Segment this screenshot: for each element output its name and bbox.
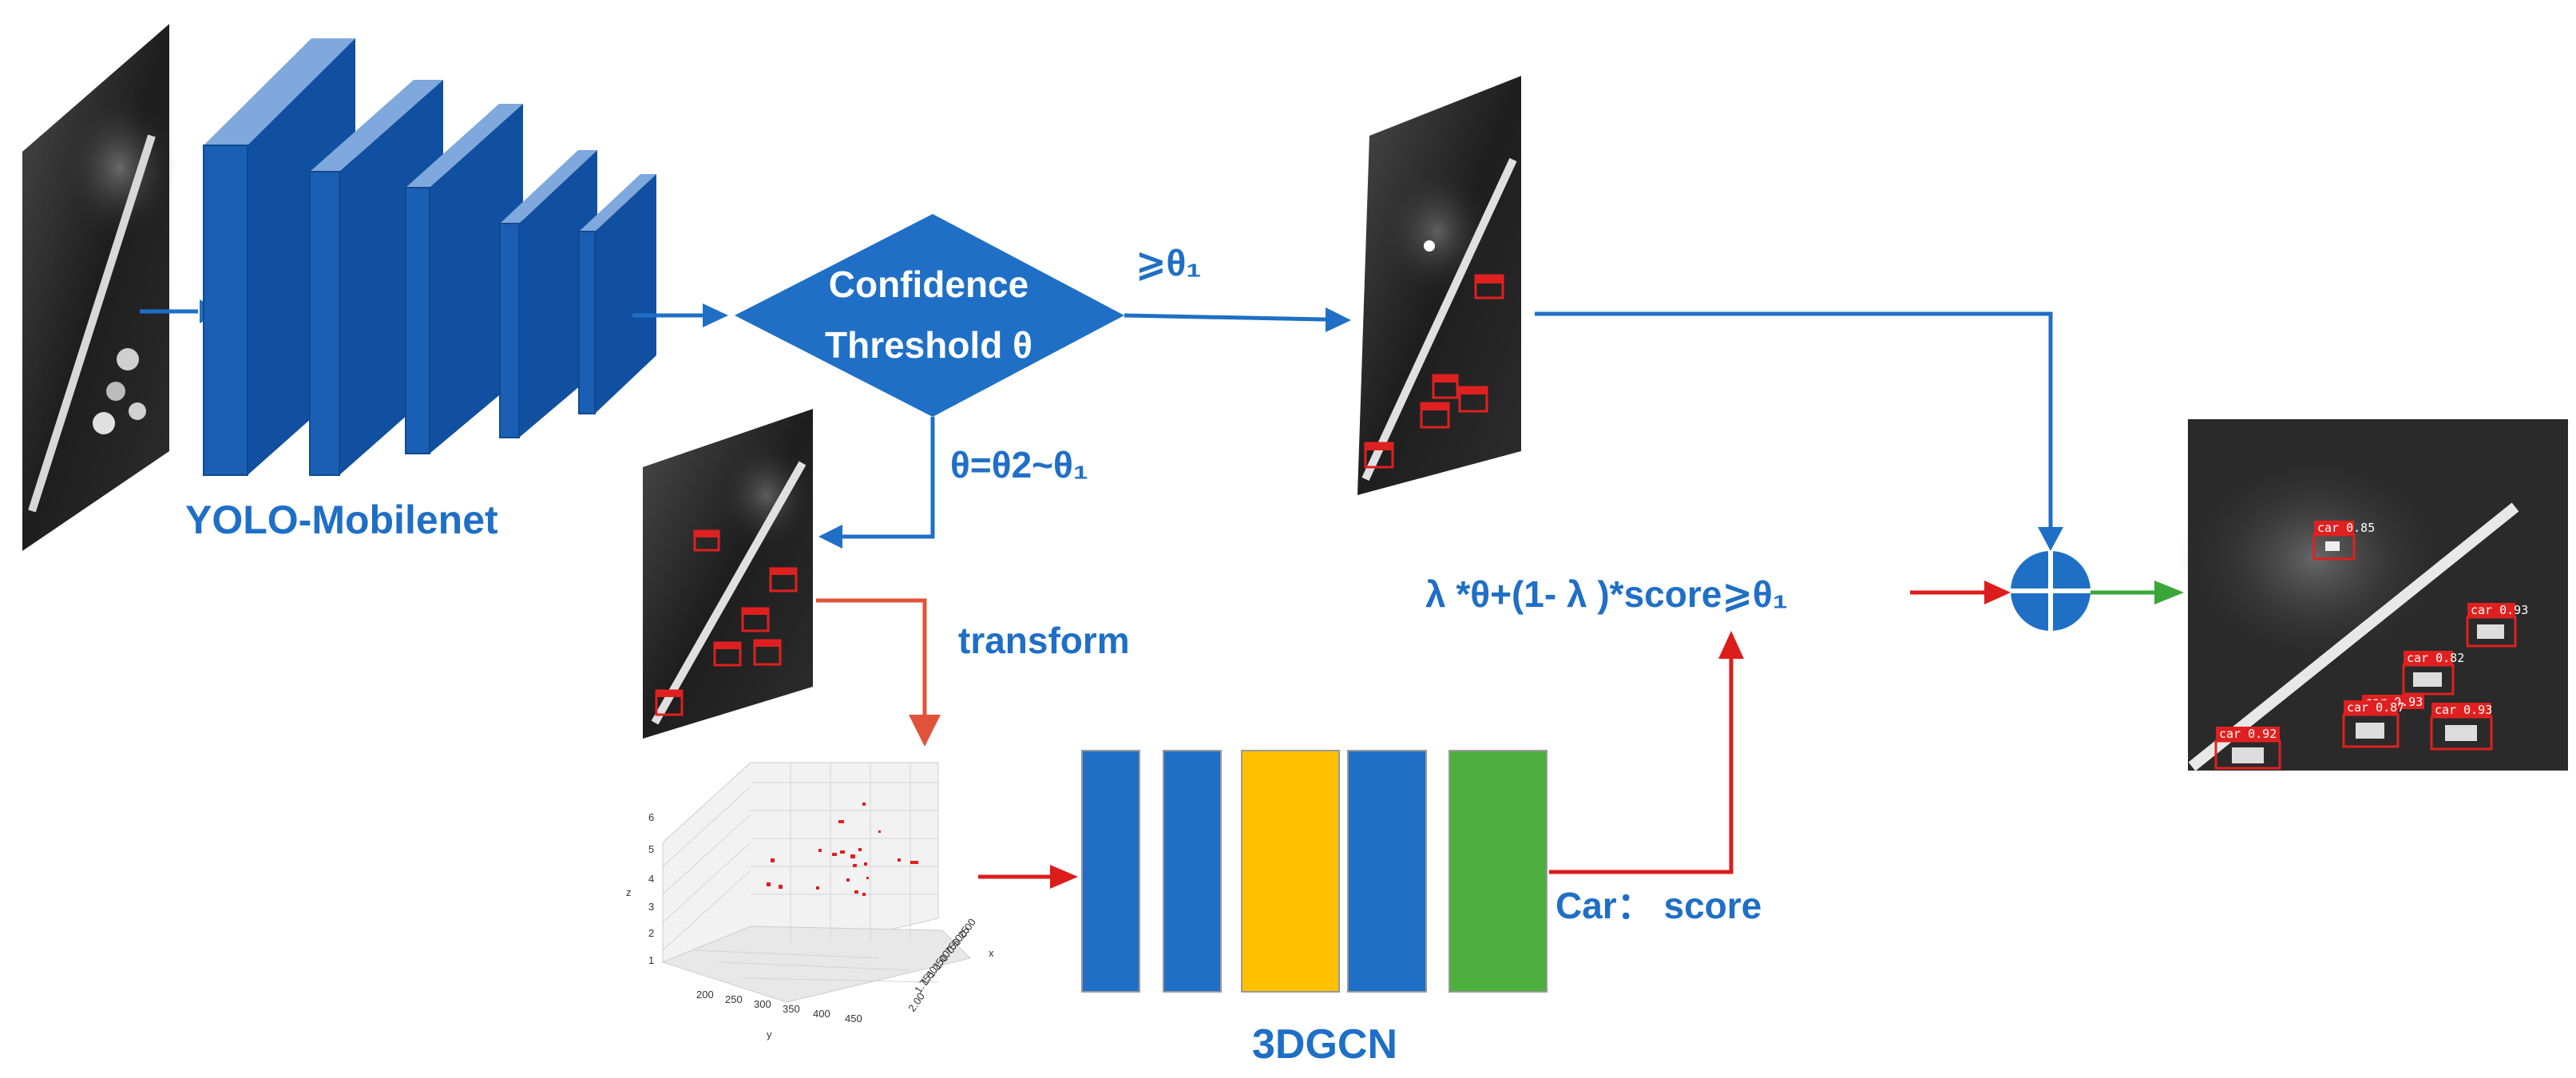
gcn-blocks <box>1081 750 1548 993</box>
gcn-label: 3DGCN <box>1252 1021 1397 1068</box>
detection-label: car 0.85 <box>2317 521 2375 535</box>
arrowhead <box>1718 631 1744 659</box>
arrowhead <box>1050 865 1078 889</box>
y-tick: 250 <box>725 993 743 1005</box>
arrow-transform <box>816 598 927 719</box>
y-tick: 300 <box>754 998 771 1010</box>
arrow-high-to-fusion <box>1535 311 2053 531</box>
z-tick: 2 <box>648 927 654 939</box>
z-axis-label: z <box>626 886 632 898</box>
x-axis-label: x <box>989 947 994 959</box>
fusion-formula: λ *θ+(1- λ )*score⩾θ₁ <box>1425 573 1788 615</box>
y-tick: 450 <box>845 1013 862 1024</box>
arrowhead <box>703 303 728 327</box>
transform-label: transform <box>958 620 1130 661</box>
arrowhead <box>2154 581 2184 604</box>
z-tick: 1 <box>648 954 654 966</box>
arrowhead <box>2038 527 2063 551</box>
arrow-mid-branch <box>840 417 935 539</box>
z-tick: 3 <box>648 901 654 913</box>
decision-label-line2: Threshold θ <box>825 324 1032 366</box>
mid-branch-label: θ=θ2~θ₁ <box>950 444 1088 485</box>
z-tick: 4 <box>648 873 654 885</box>
z-tick: 5 <box>648 843 654 855</box>
high-branch-label: ⩾θ₁ <box>1135 242 1201 283</box>
arrow-high-branch <box>1124 313 1326 322</box>
backbone-blocks <box>203 38 656 476</box>
high-confidence-image <box>1357 76 1521 495</box>
final-output-image: car 0.85 car 0.93 car 0.82 car 0.93 car … <box>2180 419 2568 771</box>
arrowhead <box>818 525 842 549</box>
x-tick: 2.00 <box>906 990 927 1013</box>
decision-label-line1: Confidence <box>829 264 1028 305</box>
y-tick: 200 <box>696 989 714 1001</box>
arrow-gcn-to-formula <box>1549 655 1734 874</box>
z-tick: 6 <box>648 811 654 823</box>
detection-label: car 0.93 <box>2471 603 2528 617</box>
arrowhead <box>1326 307 1351 332</box>
y-tick: 400 <box>813 1008 830 1020</box>
input-image <box>22 24 176 551</box>
backbone-label: YOLO-Mobilenet <box>185 497 498 542</box>
point-cloud-plot: 6 5 4 3 2 1 z 200 250 300 350 400 450 y … <box>626 762 994 1040</box>
detection-label: car 0.87 <box>2347 700 2404 715</box>
detection-label: car 0.92 <box>2219 727 2277 741</box>
y-tick: 350 <box>783 1003 800 1015</box>
arrowhead <box>1984 581 2011 604</box>
arrowhead <box>909 715 941 747</box>
fusion-node <box>2011 551 2091 631</box>
confidence-threshold-diamond <box>735 214 1124 417</box>
gcn-output-label: Car： score <box>1556 885 1762 926</box>
y-axis-label: y <box>767 1028 772 1040</box>
mid-confidence-image <box>643 409 814 739</box>
detection-label: car 0.93 <box>2435 703 2492 717</box>
detection-label: car 0.82 <box>2407 651 2464 665</box>
